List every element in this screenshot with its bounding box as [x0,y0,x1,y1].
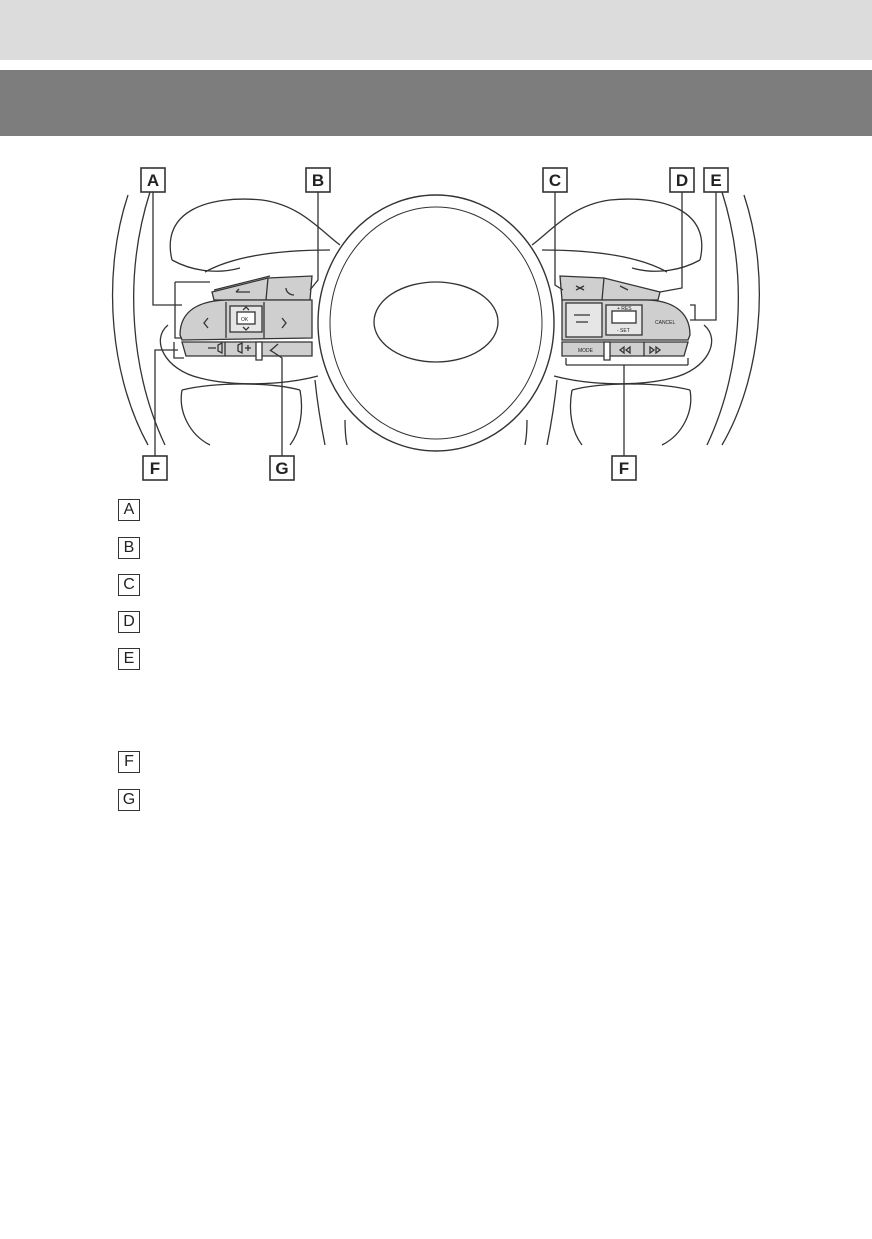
volume-up-icon [237,341,251,355]
callout-b: B [305,167,331,193]
header-band [0,0,872,60]
hub-outer [317,194,555,452]
callout-e: E [703,167,729,193]
svg-text:A: A [147,171,159,190]
next-track-icon [649,345,662,355]
lower-right-shell [553,324,713,385]
callout-a: A [140,167,166,193]
steering-wheel-diagram: OK + RES - SET CANCEL MODE A B C D E [0,150,872,490]
talk-icon [269,343,279,352]
callout-c: C [542,167,568,193]
leader-b [309,180,319,291]
ok-label: OK [241,317,249,323]
steering-wheel-illustration: OK + RES - SET CANCEL MODE A B C D E [111,167,760,481]
legend-item-f: F [118,751,140,773]
legend-item-a: A [118,499,140,521]
left-switch-cluster [179,275,313,361]
svg-text:B: B [312,171,324,190]
cancel-label: CANCEL [655,320,676,326]
switch-labels: OK + RES - SET CANCEL MODE [241,306,676,354]
phone-icon [285,287,295,296]
legend-item-e: E [118,648,140,670]
legend-item-b: B [118,537,140,559]
leader-e [690,180,717,321]
section-title-bar [0,70,872,136]
set-label: - SET [617,328,630,334]
left-arrow-icon [203,317,209,329]
voice-icon [619,285,629,291]
svg-text:G: G [275,459,288,478]
rim-left-inner [133,191,166,446]
lane-assist-icon [574,314,590,323]
legend-item-g: G [118,789,140,811]
legend-item-c: C [118,574,140,596]
hang-up-icon [575,285,585,291]
leader-c [554,180,564,291]
down-arrow-icon [242,326,250,331]
callout-f-left: F [142,455,168,481]
right-arrow-icon [281,317,287,329]
previous-track-icon [618,345,631,355]
emblem [373,281,499,363]
svg-text:E: E [710,171,721,190]
mode-label: MODE [578,348,594,354]
back-icon [235,288,250,293]
callout-f-right: F [611,455,637,481]
upper-right-shell [531,198,703,261]
rim-right-outer [721,194,760,446]
up-arrow-icon [242,306,250,311]
hub-ring [329,206,543,440]
legend-item-d: D [118,611,140,633]
rim-left-outer [111,194,149,446]
leader-g [269,349,283,458]
res-label: + RES [617,306,632,312]
lower-left-shell [159,324,319,385]
upper-left-shell [169,198,341,261]
callout-g: G [269,455,295,481]
volume-down-icon [208,341,223,355]
svg-text:F: F [619,459,629,478]
callout-d: D [669,167,695,193]
leader-a [152,180,182,306]
svg-text:D: D [676,171,688,190]
svg-text:F: F [150,459,160,478]
leader-f-left [154,349,178,458]
svg-text:C: C [549,171,561,190]
leader-d [659,180,683,293]
right-switch-cluster [559,275,691,361]
rim-right-inner [706,191,739,446]
